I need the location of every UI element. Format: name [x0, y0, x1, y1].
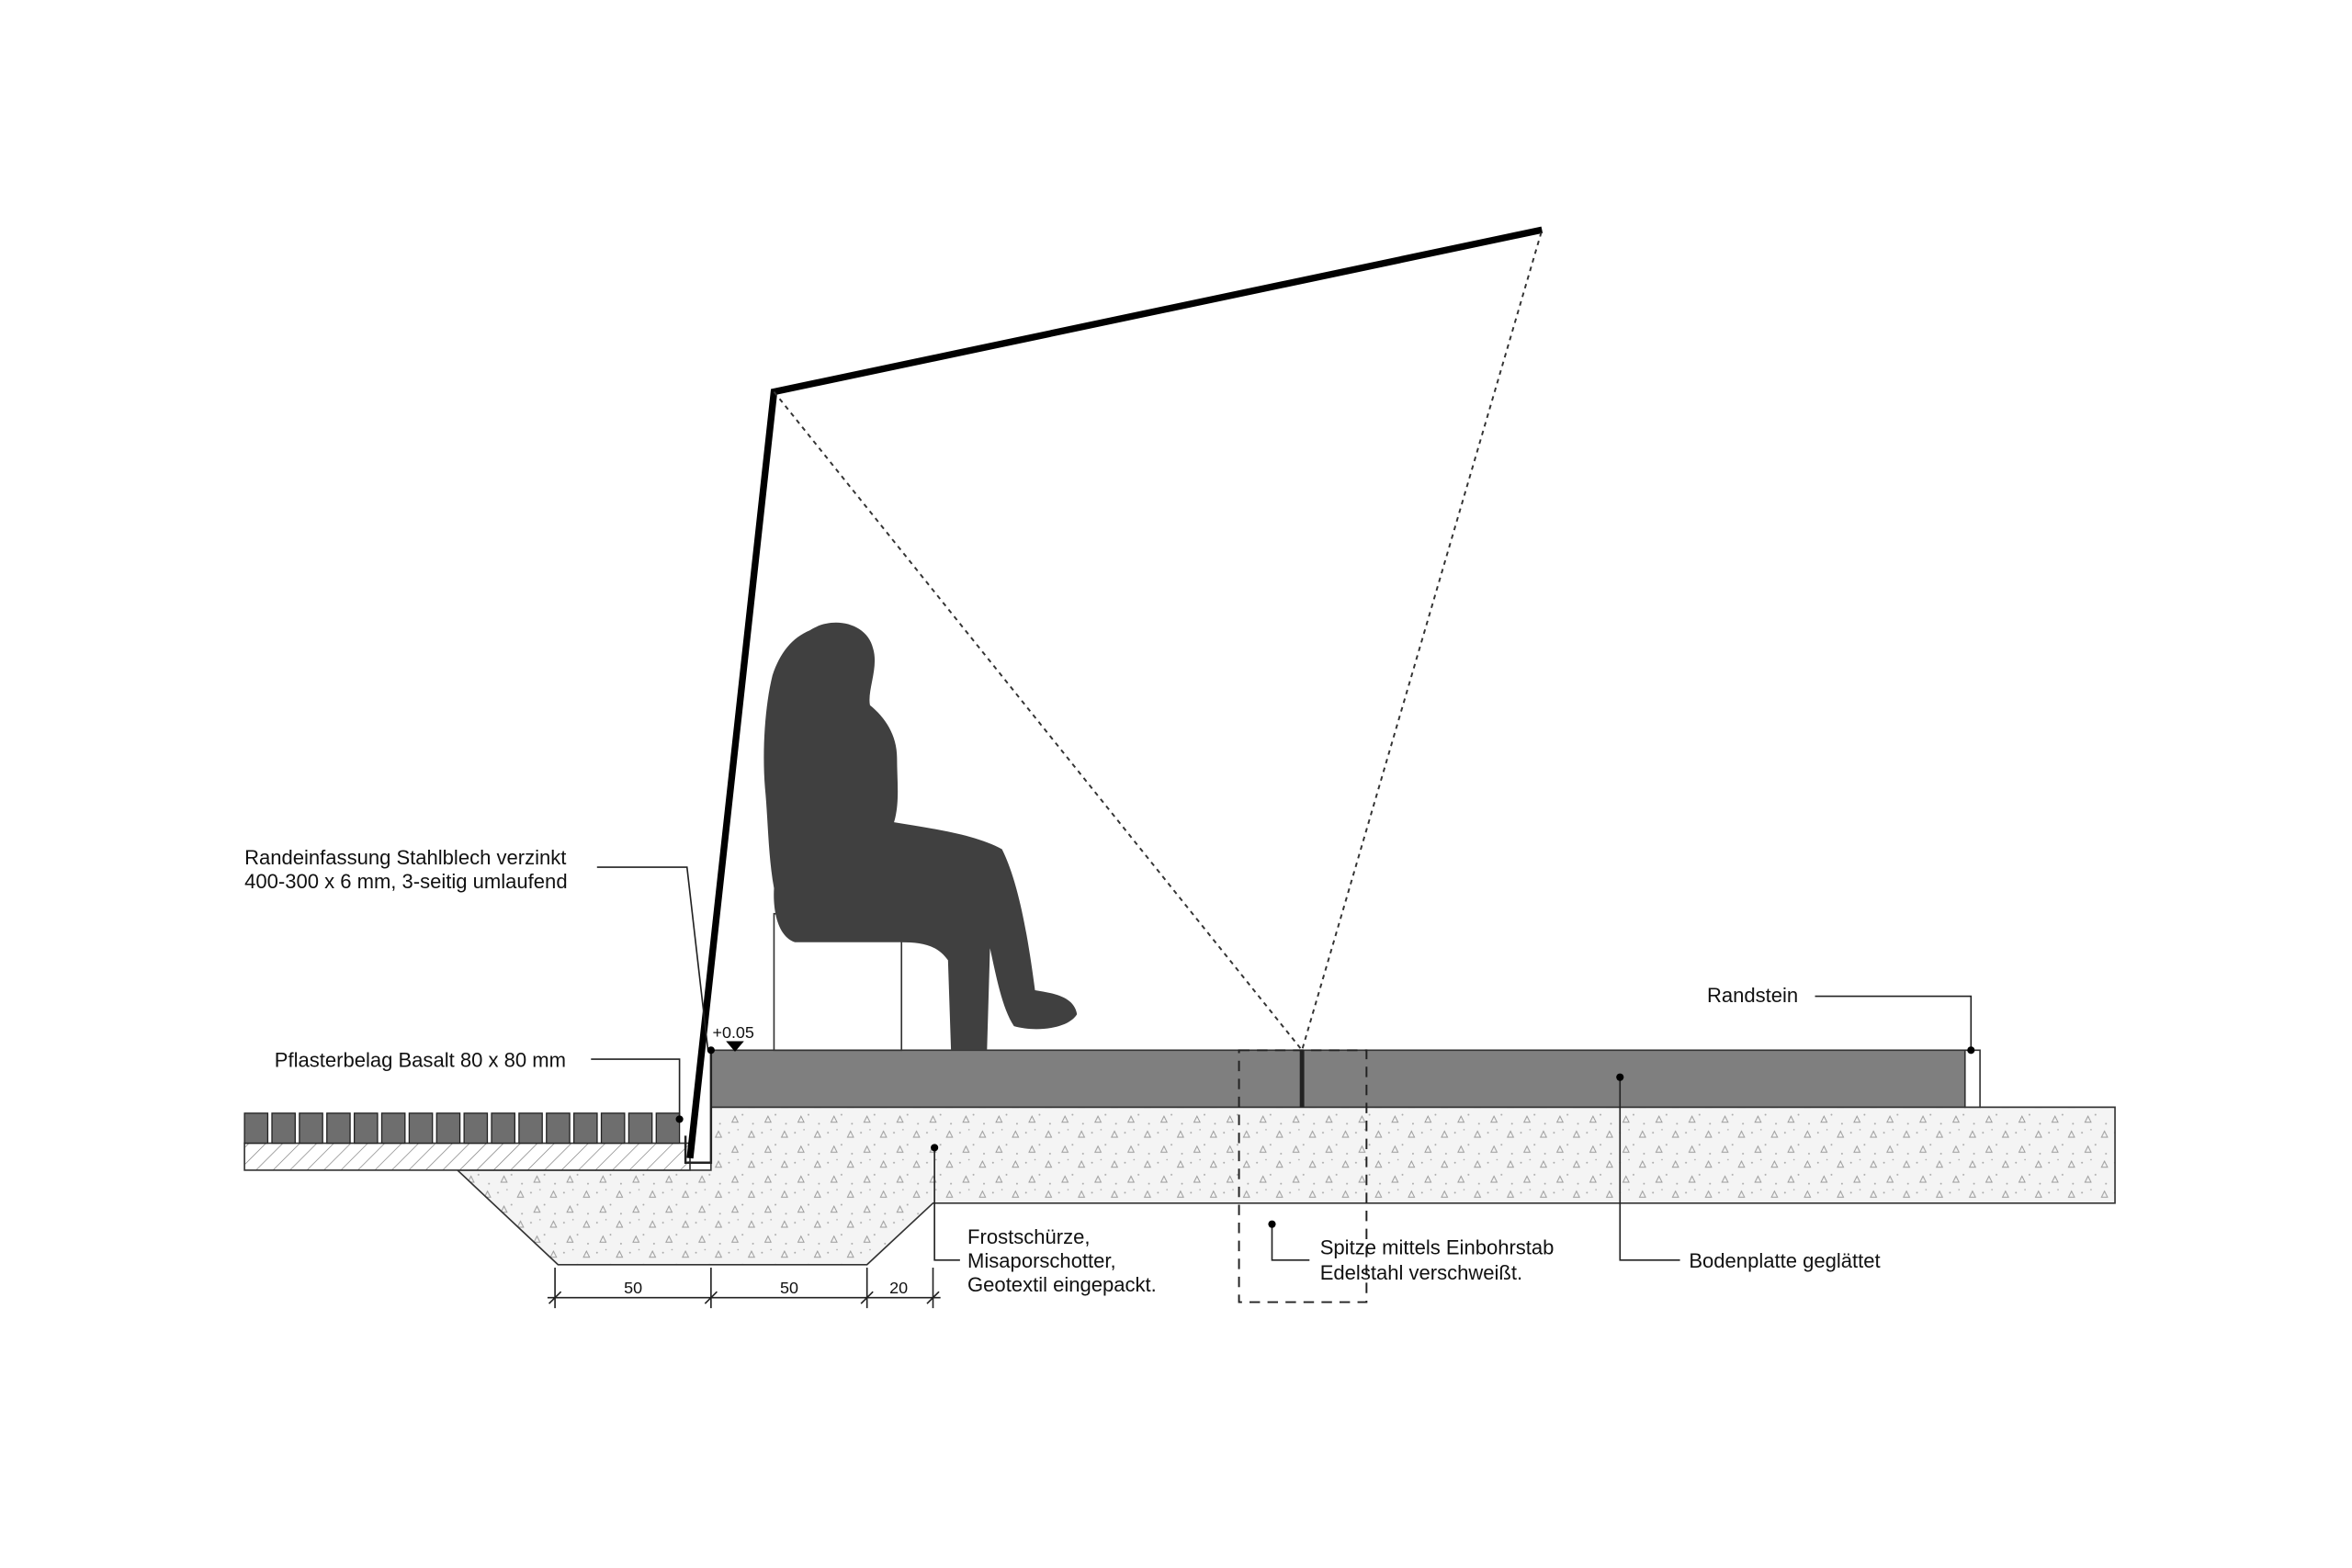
label-paving: Pflasterbelag Basalt 80 x 80 mm: [275, 1048, 566, 1071]
paving-stone: [326, 1112, 351, 1145]
paving-stone: [243, 1112, 269, 1145]
label-edging-spec: 400-300 x 6 mm, 3-seitig umlaufend: [244, 870, 567, 893]
paving-stone: [271, 1112, 296, 1145]
level-marker-icon: [726, 1041, 744, 1052]
label-slab: Bodenplatte geglättet: [1689, 1249, 1880, 1272]
paving-stone: [518, 1112, 543, 1145]
paving-stone: [299, 1112, 323, 1145]
leader-dots: [675, 1046, 1975, 1228]
dimension-label: 50: [780, 1279, 798, 1297]
level-label: +0.05: [713, 1023, 754, 1042]
paving-stone: [546, 1112, 571, 1145]
paving-bedding: [243, 1142, 691, 1171]
label-curb: Randstein: [1707, 984, 1798, 1007]
floor-slab: [710, 1049, 1966, 1109]
leader-lines: [591, 866, 1973, 1261]
label-tip-2: Edelstahl verschweißt.: [1320, 1261, 1522, 1284]
curb-stone: [1963, 1049, 1981, 1109]
paving-stone: [353, 1112, 379, 1145]
sail-edge-dotted: [773, 229, 1544, 1053]
label-frost-1: Frostschürze,: [967, 1225, 1090, 1248]
paving-stone: [628, 1112, 653, 1145]
steel-edging: [684, 1050, 713, 1164]
paving-stone: [655, 1112, 681, 1145]
paving-stone: [435, 1112, 461, 1145]
label-frost-2: Misaporschotter,: [967, 1249, 1116, 1272]
paving-stone: [380, 1112, 406, 1145]
gravel-foundation: [455, 1106, 2116, 1266]
paving-stone: [573, 1112, 598, 1145]
person-silhouette: [763, 622, 1078, 1051]
paving-stone: [408, 1112, 434, 1145]
paving-stone: [600, 1112, 626, 1145]
paving-stones: [243, 1112, 681, 1145]
label-edging: Randeinfassung Stahlblech verzinkt: [244, 846, 566, 869]
label-tip-1: Spitze mittels Einbohrstab: [1320, 1235, 1555, 1258]
dimension-label: 20: [889, 1279, 908, 1297]
dimension-line: [547, 1268, 941, 1309]
paving-stone: [463, 1112, 489, 1145]
paving-stone: [491, 1112, 515, 1145]
label-frost-3: Geotextil eingepackt.: [967, 1273, 1157, 1296]
dimension-label: 50: [624, 1279, 642, 1297]
